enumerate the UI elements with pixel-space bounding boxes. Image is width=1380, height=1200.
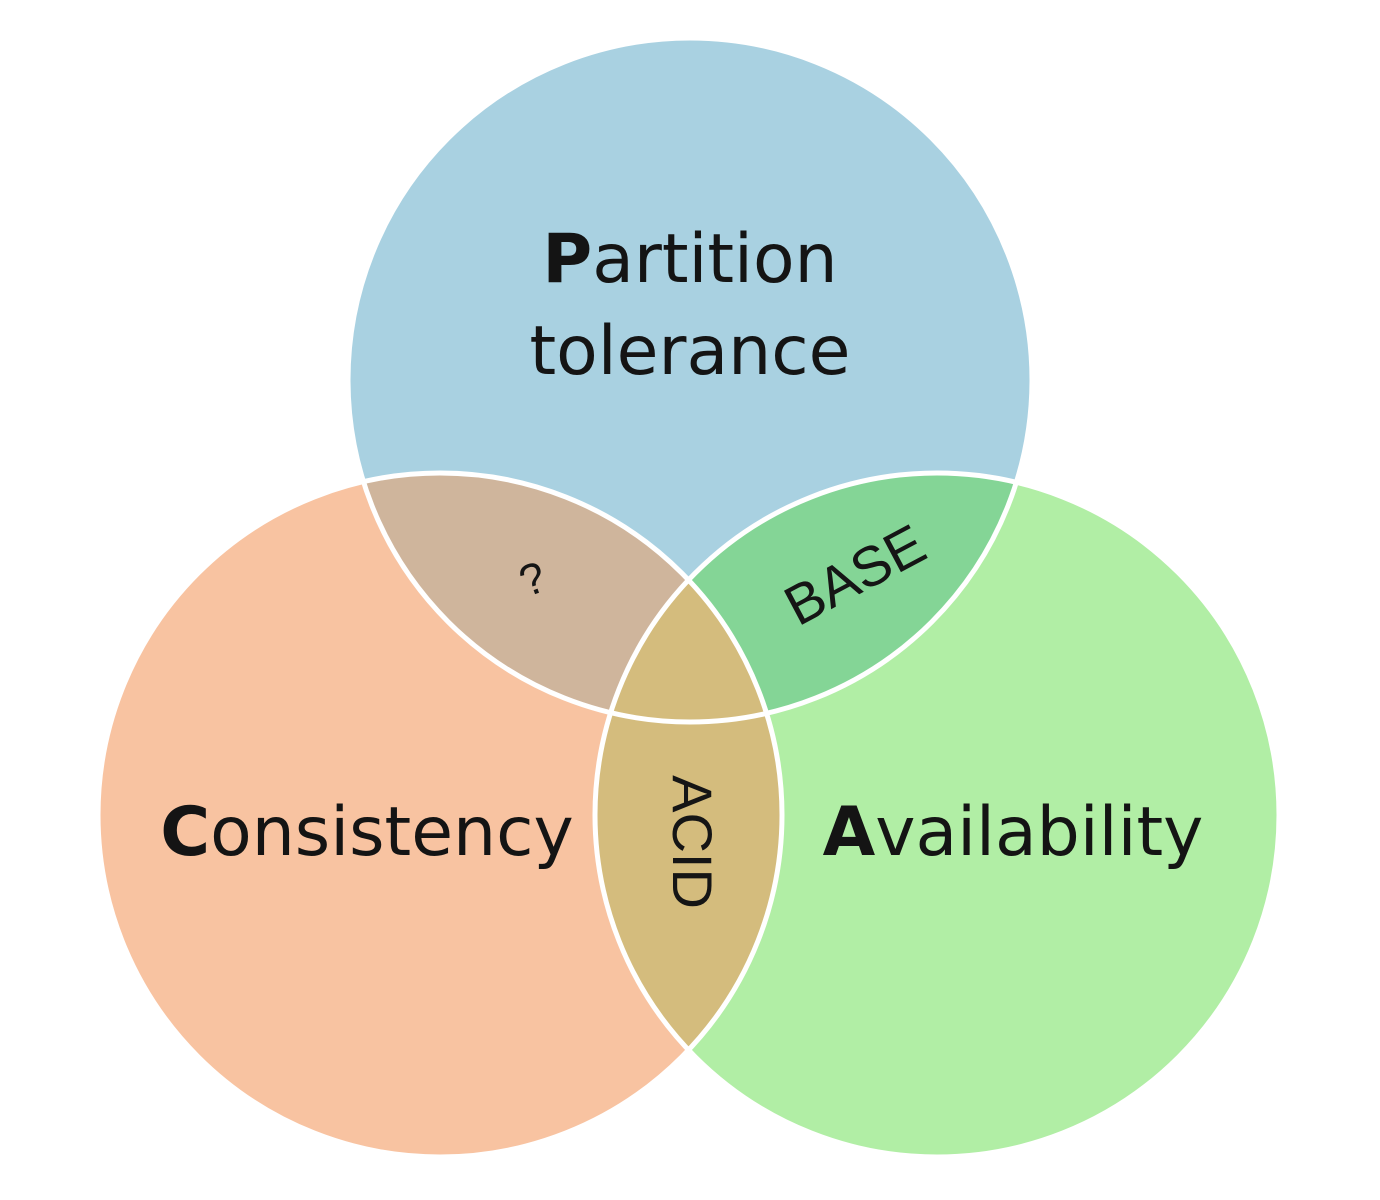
circle-outlines <box>95 35 1282 1160</box>
acid-label: ACID <box>661 775 724 909</box>
partition-tolerance-label-line2: tolerance <box>530 312 851 391</box>
partition-initial: P <box>542 220 592 299</box>
partition-tolerance-label-line1: Partition <box>542 220 837 299</box>
availability-rest: vailability <box>875 793 1203 872</box>
consistency-label: Consistency <box>160 793 574 872</box>
consistency-initial: C <box>160 793 210 872</box>
partition-consistency-overlap <box>348 473 782 722</box>
availability-initial: A <box>823 793 876 872</box>
availability-label: Availability <box>823 793 1204 872</box>
consistency-rest: onsistency <box>210 793 574 872</box>
partition-availability-overlap <box>595 473 1032 722</box>
partition-rest: artition <box>592 220 837 299</box>
